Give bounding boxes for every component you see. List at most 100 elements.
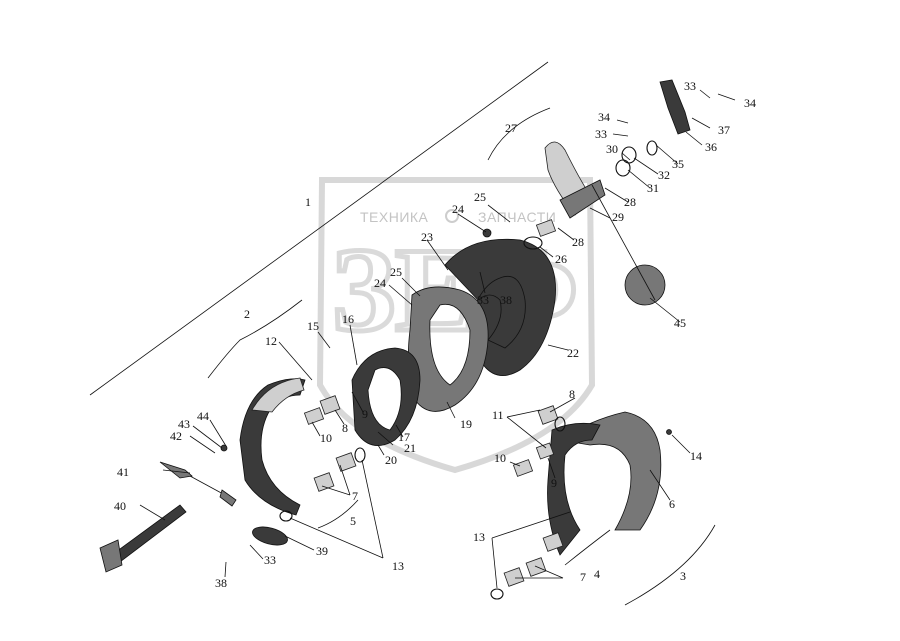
lead-14 [671,434,691,454]
lead-8a [334,409,345,425]
callout-27: 27 [505,121,517,135]
lead-28b [557,227,575,241]
lead-24a [457,213,487,233]
parts [99,79,691,600]
pin-10b [512,459,534,477]
lead-24b [388,284,413,306]
lead-39 [284,535,315,551]
lead-41 [162,469,191,474]
group-line-3 [624,524,716,606]
spring-41-end [219,489,237,507]
callout-31: 31 [647,181,659,195]
lead-33d [699,89,711,99]
lead-22 [547,344,569,351]
callout-33-bottom: 33 [264,553,276,567]
lead-19 [446,401,456,419]
lead-44 [209,419,227,447]
lead-32 [633,157,659,175]
callout-17: 17 [398,430,410,444]
group-line-1 [89,61,549,396]
callout-45: 45 [674,316,686,330]
lead-45-shaft [591,184,656,301]
group-line-4 [564,529,611,566]
bolt-24 [482,228,492,238]
callout-34-top: 34 [744,96,756,110]
lead-43 [192,425,223,449]
pin-10a [303,407,325,425]
lead-34a [616,119,629,124]
callout-33-center: 33 [477,293,489,307]
callout-33-top: 33 [684,79,696,93]
callout-9-right: 9 [551,476,557,490]
lead-11 [506,409,547,449]
callout-44: 44 [197,409,209,423]
lead-30 [621,152,631,161]
ring-13d [554,416,566,432]
roller-7a-2 [313,472,335,492]
lead-37 [691,117,711,129]
callout-20: 20 [385,453,397,467]
lead-33b [479,271,486,294]
callout-1: 1 [305,195,311,209]
watermark-shield [316,177,596,474]
lead-33a [249,544,264,560]
callout-23: 23 [421,230,433,244]
lead-36 [685,131,703,146]
lead-13b [289,459,384,559]
lead-6 [649,469,671,501]
callout-8-left: 8 [342,421,348,435]
callout-4: 4 [594,567,600,581]
callout-38-bottom: 38 [215,576,227,590]
lead-16 [349,324,358,366]
brake-lining-6 [558,411,662,531]
lead-31 [627,169,651,189]
roller-7b-1 [525,557,547,577]
lead-25b [401,277,421,297]
callout-32: 32 [658,168,670,182]
callout-2: 2 [244,307,250,321]
lead-13c [491,511,571,589]
callout-8-right: 8 [569,387,575,401]
ring-13c [490,588,504,600]
lever-36 [659,79,691,135]
lead-29 [589,207,611,219]
lead-42 [189,435,216,454]
plate-39 [252,526,288,546]
lead-10b [509,461,521,467]
lead-34b [717,93,736,101]
callout-37: 37 [718,123,730,137]
spring-41 [159,461,193,479]
washer-43 [220,444,228,452]
lead-28a [604,187,629,203]
callout-25-top: 25 [474,190,486,204]
watermark-brand-left: ТЕХНИКА [360,209,429,225]
shaft-28 [559,179,606,219]
bushing-8a [319,395,341,415]
callout-14: 14 [690,449,702,463]
callout-7-left: 7 [352,489,358,503]
cover-45 [624,264,666,306]
lead-7a [321,464,351,496]
lead-7b [515,565,564,579]
callout-38-center: 38 [500,293,512,307]
watermark-brand-right: ЗАПЧАСТИ [478,209,556,225]
lead-33c [612,133,629,137]
roller-7b-2 [503,567,525,587]
callout-24-left: 24 [374,276,386,290]
callout-22: 22 [567,346,579,360]
lead-9b [547,457,556,479]
group-line-27 [487,107,551,161]
ring-13a [354,447,366,463]
lead-15 [317,331,331,349]
callout-12: 12 [265,334,277,348]
callout-41: 41 [117,465,129,479]
callout-5: 5 [350,514,356,528]
callout-33-mid: 33 [595,127,607,141]
ring-13b [279,510,293,522]
lead-40 [139,504,166,521]
watermark-gear-icon [445,209,459,223]
lead-26 [539,246,554,258]
callout-10-right: 10 [494,451,506,465]
lead-35 [655,144,679,165]
